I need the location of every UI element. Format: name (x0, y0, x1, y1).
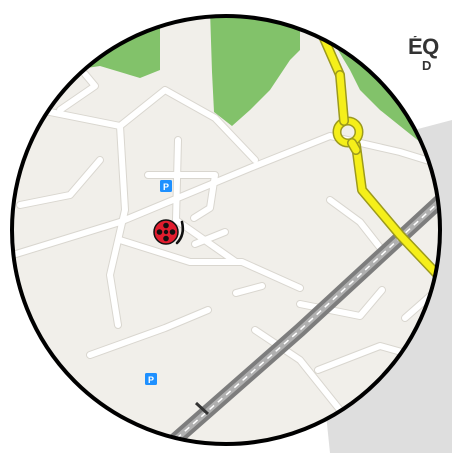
page-title: ÉQ (408, 36, 439, 59)
film-reel-icon (153, 219, 179, 245)
parking-marker-north[interactable]: P (160, 180, 172, 192)
film-strip-icon (175, 220, 185, 245)
page-subtitle: D (422, 58, 432, 72)
rail-bridge (194, 401, 210, 416)
cinema-marker[interactable] (153, 219, 185, 245)
parking-marker-south[interactable]: P (145, 373, 157, 385)
parking-icon: P (148, 375, 154, 385)
page-heading: ÉQ D (408, 36, 452, 72)
lens-border (10, 14, 442, 446)
parking-icon: P (163, 182, 169, 192)
